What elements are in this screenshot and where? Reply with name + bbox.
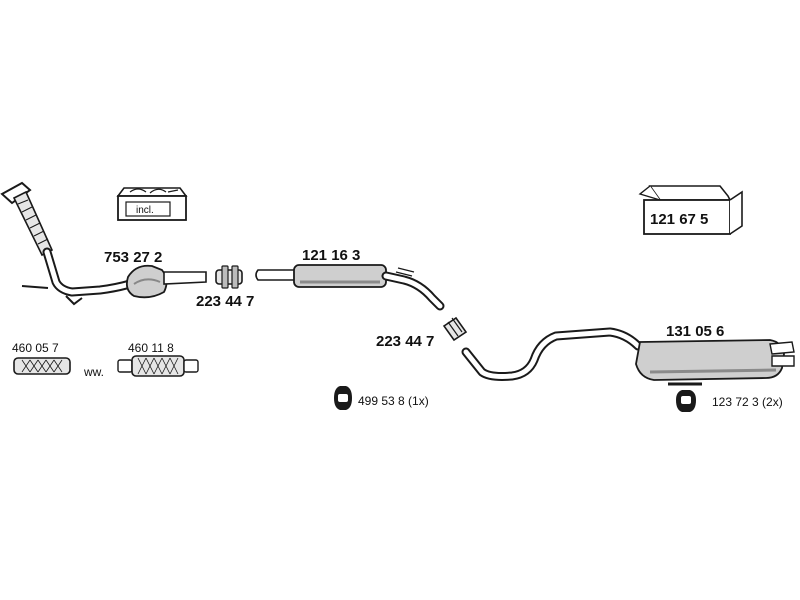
front-clamp-bolt-right xyxy=(231,265,239,289)
front-pipe-catalyst-label: 753 27 2 xyxy=(104,249,162,266)
front-pipe-inner xyxy=(44,249,133,295)
front-clamp-bolt-left xyxy=(221,265,229,289)
flex-pipe-b-end-left xyxy=(117,359,133,373)
middle-silencer-inlet-pipe xyxy=(255,269,297,281)
catalyst-shade xyxy=(133,278,161,285)
included-box-label-panel xyxy=(125,201,171,217)
rear-silencer-body xyxy=(635,339,785,381)
catalyst-body xyxy=(125,264,168,299)
front-pipe-assembly[interactable]: 753 27 2 xyxy=(0,181,207,306)
rear-silencer-tailpipe-upper xyxy=(769,341,795,355)
flex-pipe-b-braid xyxy=(137,357,179,375)
middle-silencer-outlet-inner xyxy=(383,273,443,309)
front-pipe-braided-section xyxy=(12,190,54,257)
middle-clamp[interactable]: 223 44 7 xyxy=(376,316,468,350)
flex-pipe-a-braid xyxy=(21,359,63,373)
mounting-kit-box-body xyxy=(643,199,731,235)
rear-pipe-inner xyxy=(463,329,641,379)
flex-pipe-b-end-right xyxy=(183,359,199,373)
mounting-kit-box-flap xyxy=(638,185,661,201)
braid-hatch xyxy=(17,199,49,245)
mounting-kit-box[interactable]: 121 67 5 xyxy=(638,185,743,235)
mounting-kit-label: 121 67 5 xyxy=(650,211,708,228)
alternative-text: ww. xyxy=(83,365,104,379)
included-box-text: incl. xyxy=(136,205,154,216)
rear-silencer-tailpipe-lower xyxy=(771,355,795,367)
flex-pipe-b[interactable]: 460 11 8 xyxy=(117,341,199,377)
middle-silencer-label: 121 16 3 xyxy=(302,247,360,264)
middle-silencer-body xyxy=(293,264,387,288)
middle-clamp-label: 223 44 7 xyxy=(376,333,434,350)
rubber-mount-middle-label: 499 53 8 (1x) xyxy=(358,394,429,408)
included-box[interactable]: incl. xyxy=(116,187,188,221)
middle-clamp-bolts xyxy=(447,317,463,337)
flex-pipe-a[interactable]: 460 05 7 xyxy=(12,341,71,375)
flex-pipe-b-label: 460 11 8 xyxy=(128,341,174,355)
rear-silencer-shade xyxy=(649,368,777,374)
middle-silencer-hanger-rod xyxy=(395,267,415,277)
front-pipe-bracket xyxy=(21,285,83,306)
included-box-contents xyxy=(129,188,179,194)
rear-silencer-assembly[interactable]: 131 05 6 xyxy=(461,323,795,386)
mounting-kit-box-lid xyxy=(648,185,732,201)
manifold-flange xyxy=(0,181,32,205)
rubber-mount-middle[interactable]: 499 53 8 (1x) xyxy=(334,386,429,410)
rubber-mount-rear-label: 123 72 3 (2x) xyxy=(712,395,783,409)
front-clamp-label: 223 44 7 xyxy=(196,293,254,310)
catalyst-outlet-pipe xyxy=(163,271,207,285)
rubber-mount-rear[interactable]: 123 72 3 (2x) xyxy=(676,390,783,412)
rubber-mount-middle-hole xyxy=(338,394,348,402)
front-clamp[interactable]: 223 44 7 xyxy=(196,265,254,310)
middle-silencer[interactable]: 121 16 3 xyxy=(255,247,445,311)
rear-silencer-label: 131 05 6 xyxy=(666,323,724,340)
flex-pipe-a-label: 460 05 7 xyxy=(12,341,59,355)
rubber-mount-rear-hole xyxy=(681,396,691,404)
mounting-kit-box-side xyxy=(729,190,743,235)
